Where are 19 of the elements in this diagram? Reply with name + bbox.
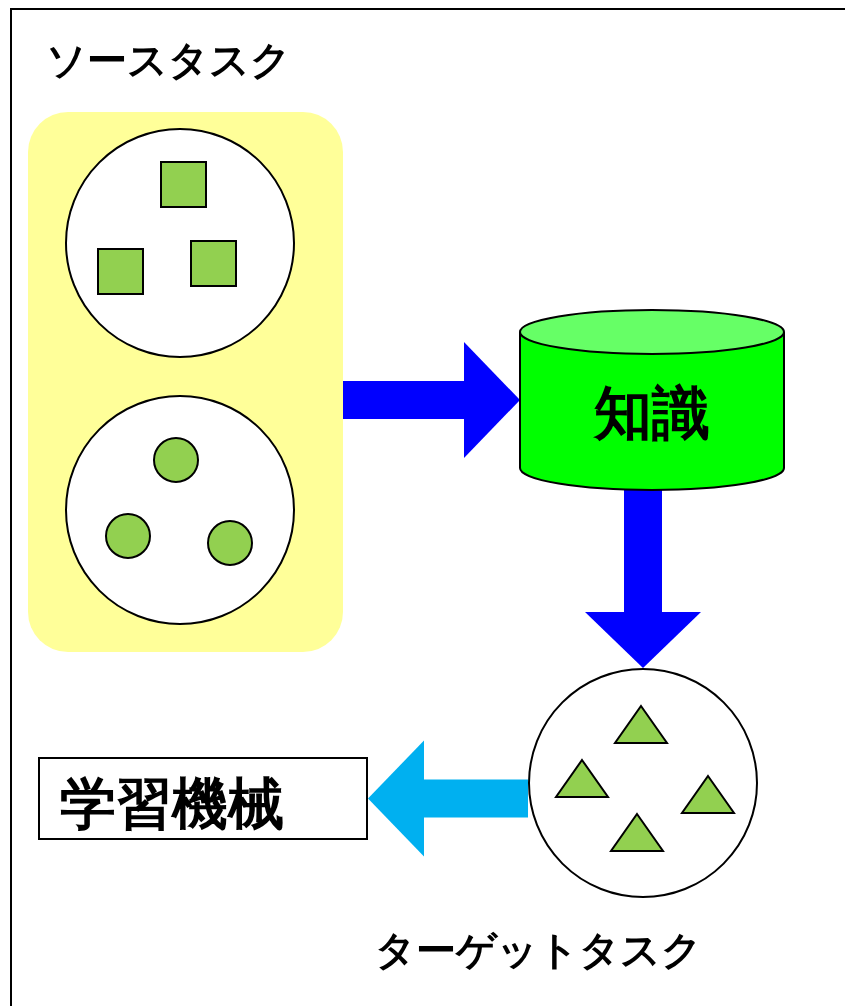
circle-shape [153,437,199,483]
block-arrow [368,740,528,857]
cylinder-label: 知識 [592,384,711,442]
triangle-shape [680,774,736,814]
large-circle [65,395,295,625]
large-circle [65,128,295,358]
triangle-shape [554,758,610,798]
block-arrow [585,490,701,668]
square-shape [160,161,207,208]
process-box: 学習機械 [38,757,368,840]
heading-text: ソースタスク [46,40,291,80]
square-shape [190,240,237,287]
caption-text: ターゲットタスク [375,930,702,970]
circle-shape [207,520,253,566]
block-arrow [343,342,520,458]
triangle-shape [609,812,665,852]
square-shape [97,248,144,295]
circle-shape [105,513,151,559]
triangle-shape [613,704,669,744]
